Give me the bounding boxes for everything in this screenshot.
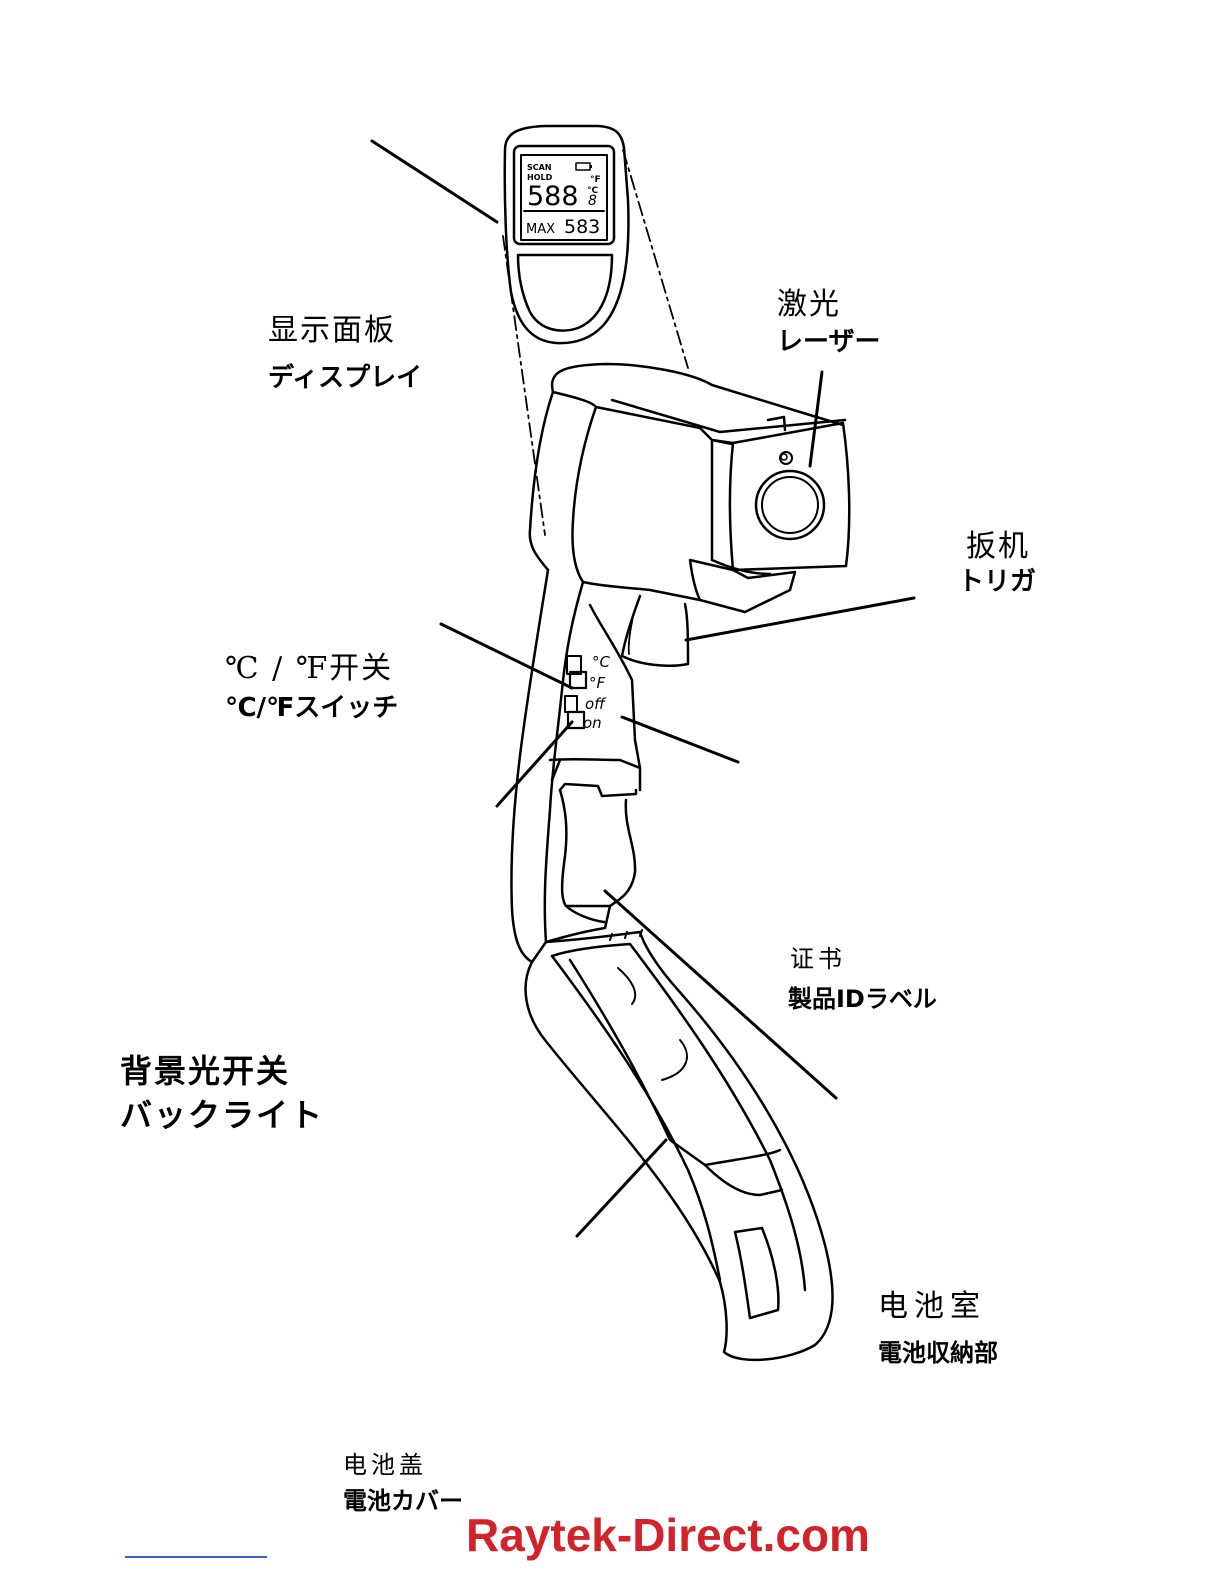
leader-battery-cover [577, 1140, 666, 1236]
label-battery-cover-ja: 電池カバー [343, 1488, 463, 1514]
footer-site-text: Raytek-Direct.com [466, 1508, 870, 1562]
display-detail: SCAN HOLD °F °C 588 8 MAX 583 [505, 126, 629, 343]
lcd-unit-f: °F [590, 175, 601, 185]
label-certificate-zh: 证书 [790, 946, 846, 972]
label-backlight-ja: バックライト [120, 1098, 324, 1133]
switch-mark-fahrenheit: °F [589, 674, 606, 692]
lcd-scan: SCAN [527, 163, 552, 172]
label-backlight-zh: 背景光开关 [120, 1054, 290, 1089]
leader-unit-switch [441, 624, 572, 688]
lcd-secondary-label: MAX [526, 222, 555, 237]
footer-rule [125, 1556, 267, 1558]
label-battery-compartment-ja: 電池収納部 [878, 1340, 998, 1366]
label-trigger-ja: トリガ [958, 568, 1036, 597]
lcd-secondary-value: 583 [564, 216, 600, 238]
label-battery-compartment-zh: 电池室 [878, 1290, 986, 1323]
switch-mark-celsius: °C [592, 653, 611, 671]
label-unit-switch-ja: ℃/℉スイッチ [225, 694, 398, 723]
lcd-main-decimal: 8 [588, 193, 597, 209]
switch-mark-off: off [585, 695, 607, 713]
label-trigger-zh: 扳机 [966, 530, 1030, 563]
thermometer-body: °C °F off on [511, 364, 849, 1360]
label-laser-zh: 激光 [777, 288, 841, 321]
label-display-ja: ディスプレイ [268, 364, 422, 393]
label-laser-ja: レーザー [777, 328, 880, 357]
label-certificate-ja: 製品IDラベル [788, 986, 937, 1012]
lcd-main-value: 588 [527, 181, 579, 212]
label-display-zh: 显示面板 [268, 314, 396, 347]
leader-display [372, 141, 497, 222]
leader-certificate [622, 717, 738, 762]
label-battery-cover-zh: 电池盖 [343, 1452, 427, 1478]
switch-mark-on: on [583, 714, 602, 732]
label-unit-switch-zh: ℃ / ℉开关 [225, 652, 393, 685]
